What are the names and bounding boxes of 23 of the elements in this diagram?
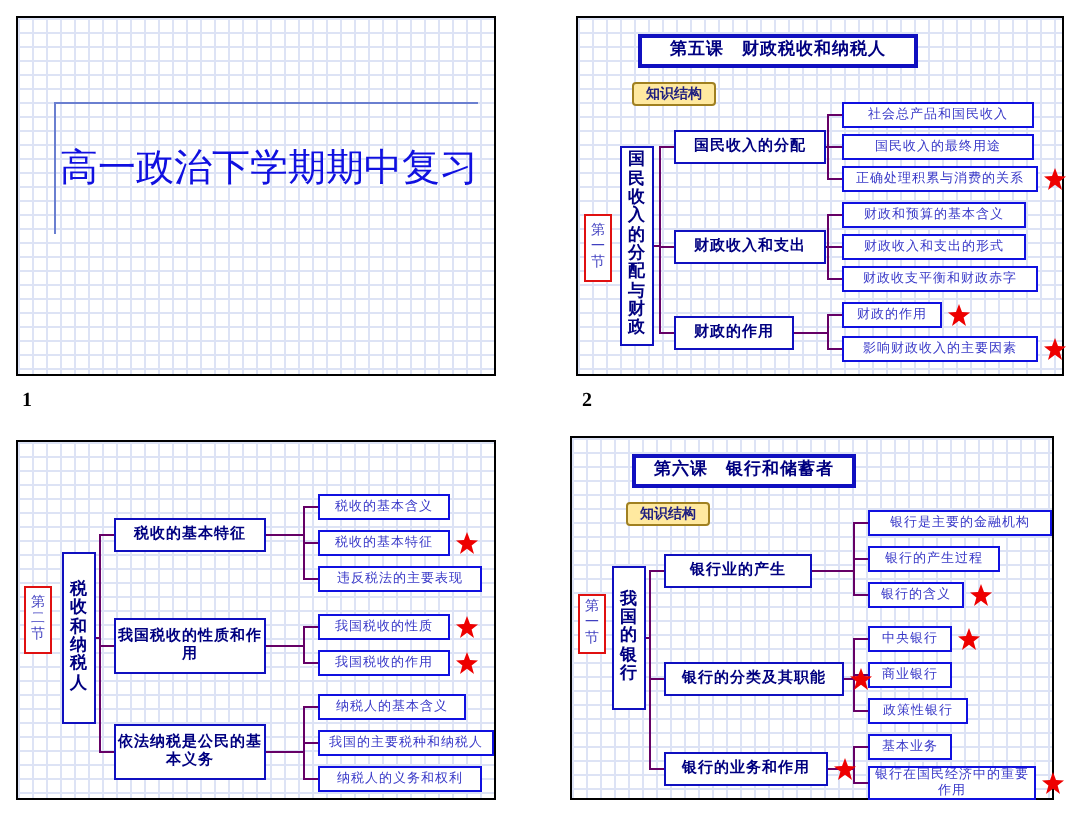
- topic-box: 国民收入的分配与财政: [620, 146, 654, 346]
- topic-box: 我国的银行: [612, 566, 646, 710]
- connector-line: [825, 246, 843, 280]
- connector-line: [825, 146, 843, 180]
- connector-line: [825, 214, 843, 248]
- lesson-title-box: 第五课 财政税收和纳税人: [638, 34, 918, 68]
- connector-line: [95, 534, 115, 639]
- slide-frame: [16, 440, 496, 800]
- slide-number: 1: [22, 390, 32, 413]
- connector-line: [825, 114, 843, 148]
- connector-line: [265, 751, 319, 780]
- topic-box: 税收和纳税人: [62, 552, 96, 724]
- connector-line: [811, 570, 869, 596]
- slide-title: 高一政治下学期期中复习: [54, 102, 478, 234]
- slide-number: 2: [582, 390, 592, 413]
- connector-line: [265, 534, 319, 580]
- connector-line: [653, 146, 675, 247]
- connector-line: [265, 645, 319, 664]
- lesson-title-box: 第六课 银行和储蓄者: [632, 454, 856, 488]
- connector-line: [653, 245, 675, 334]
- connector-line: [645, 637, 665, 770]
- connector-line: [645, 570, 665, 639]
- connector-line: [95, 637, 115, 753]
